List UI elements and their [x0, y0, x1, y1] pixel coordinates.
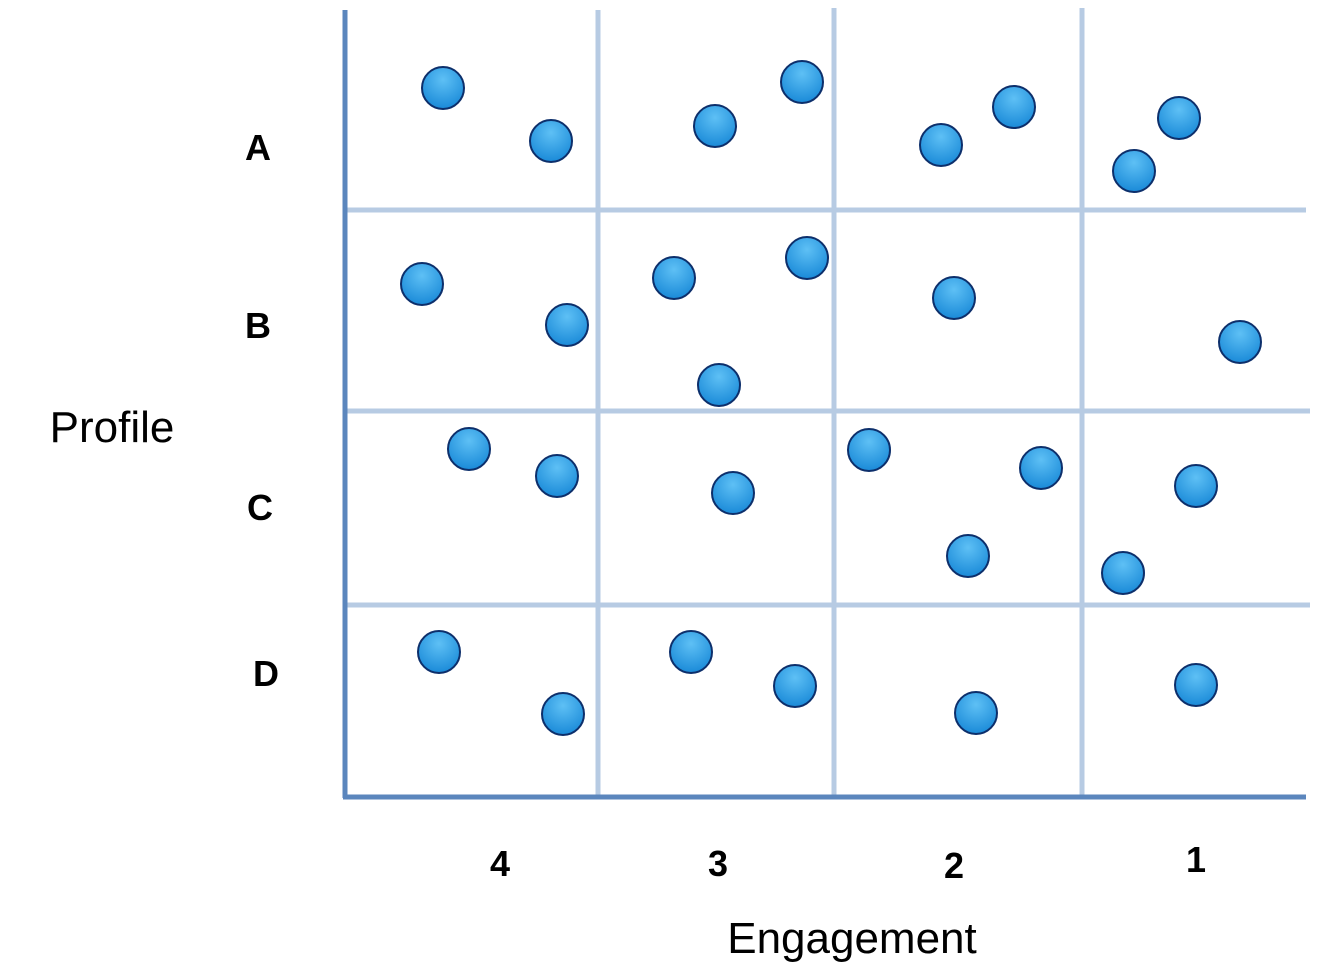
- dot-c-2-1: [847, 428, 891, 472]
- y-axis-title: Profile: [50, 403, 175, 452]
- dot-d-2-1: [954, 691, 998, 735]
- dot-a-2-1: [919, 123, 963, 167]
- column-label-2: 2: [944, 845, 964, 886]
- x-axis-title: Engagement: [727, 914, 977, 963]
- dot-d-3-1: [669, 630, 713, 674]
- column-labels: 4 3 2 1: [490, 839, 1206, 886]
- dot-c-1-2: [1101, 551, 1145, 595]
- dot-d-4-2: [541, 692, 585, 736]
- dot-c-2-3: [946, 534, 990, 578]
- column-label-3: 3: [708, 843, 728, 884]
- dot-c-2-2: [1019, 446, 1063, 490]
- dot-b-2-1: [932, 276, 976, 320]
- dot-b-3-2: [785, 236, 829, 280]
- dot-a-2-2: [992, 85, 1036, 129]
- row-labels: A B C D: [245, 127, 279, 694]
- data-points: [400, 60, 1262, 736]
- dot-c-4-2: [535, 454, 579, 498]
- dot-c-4-1: [447, 427, 491, 471]
- dot-b-4-1: [400, 262, 444, 306]
- dot-a-3-2: [780, 60, 824, 104]
- dot-c-1-1: [1174, 464, 1218, 508]
- row-label-d: D: [253, 653, 279, 694]
- row-label-b: B: [245, 305, 271, 346]
- dot-c-3-1: [711, 471, 755, 515]
- dot-b-4-2: [545, 303, 589, 347]
- dot-a-3-1: [693, 104, 737, 148]
- dot-b-3-1: [652, 256, 696, 300]
- row-label-c: C: [247, 487, 273, 528]
- column-label-4: 4: [490, 843, 510, 884]
- dot-d-3-2: [773, 664, 817, 708]
- column-label-1: 1: [1186, 839, 1206, 880]
- dot-b-3-3: [697, 363, 741, 407]
- dot-a-4-2: [529, 119, 573, 163]
- dot-d-4-1: [417, 630, 461, 674]
- dot-d-1-1: [1174, 663, 1218, 707]
- axes: [342, 10, 1306, 800]
- row-label-a: A: [245, 127, 271, 168]
- dot-a-1-1: [1157, 96, 1201, 140]
- dot-b-1-1: [1218, 320, 1262, 364]
- dot-a-4-1: [421, 66, 465, 110]
- dot-a-1-2: [1112, 149, 1156, 193]
- grid-lines: [346, 8, 1310, 798]
